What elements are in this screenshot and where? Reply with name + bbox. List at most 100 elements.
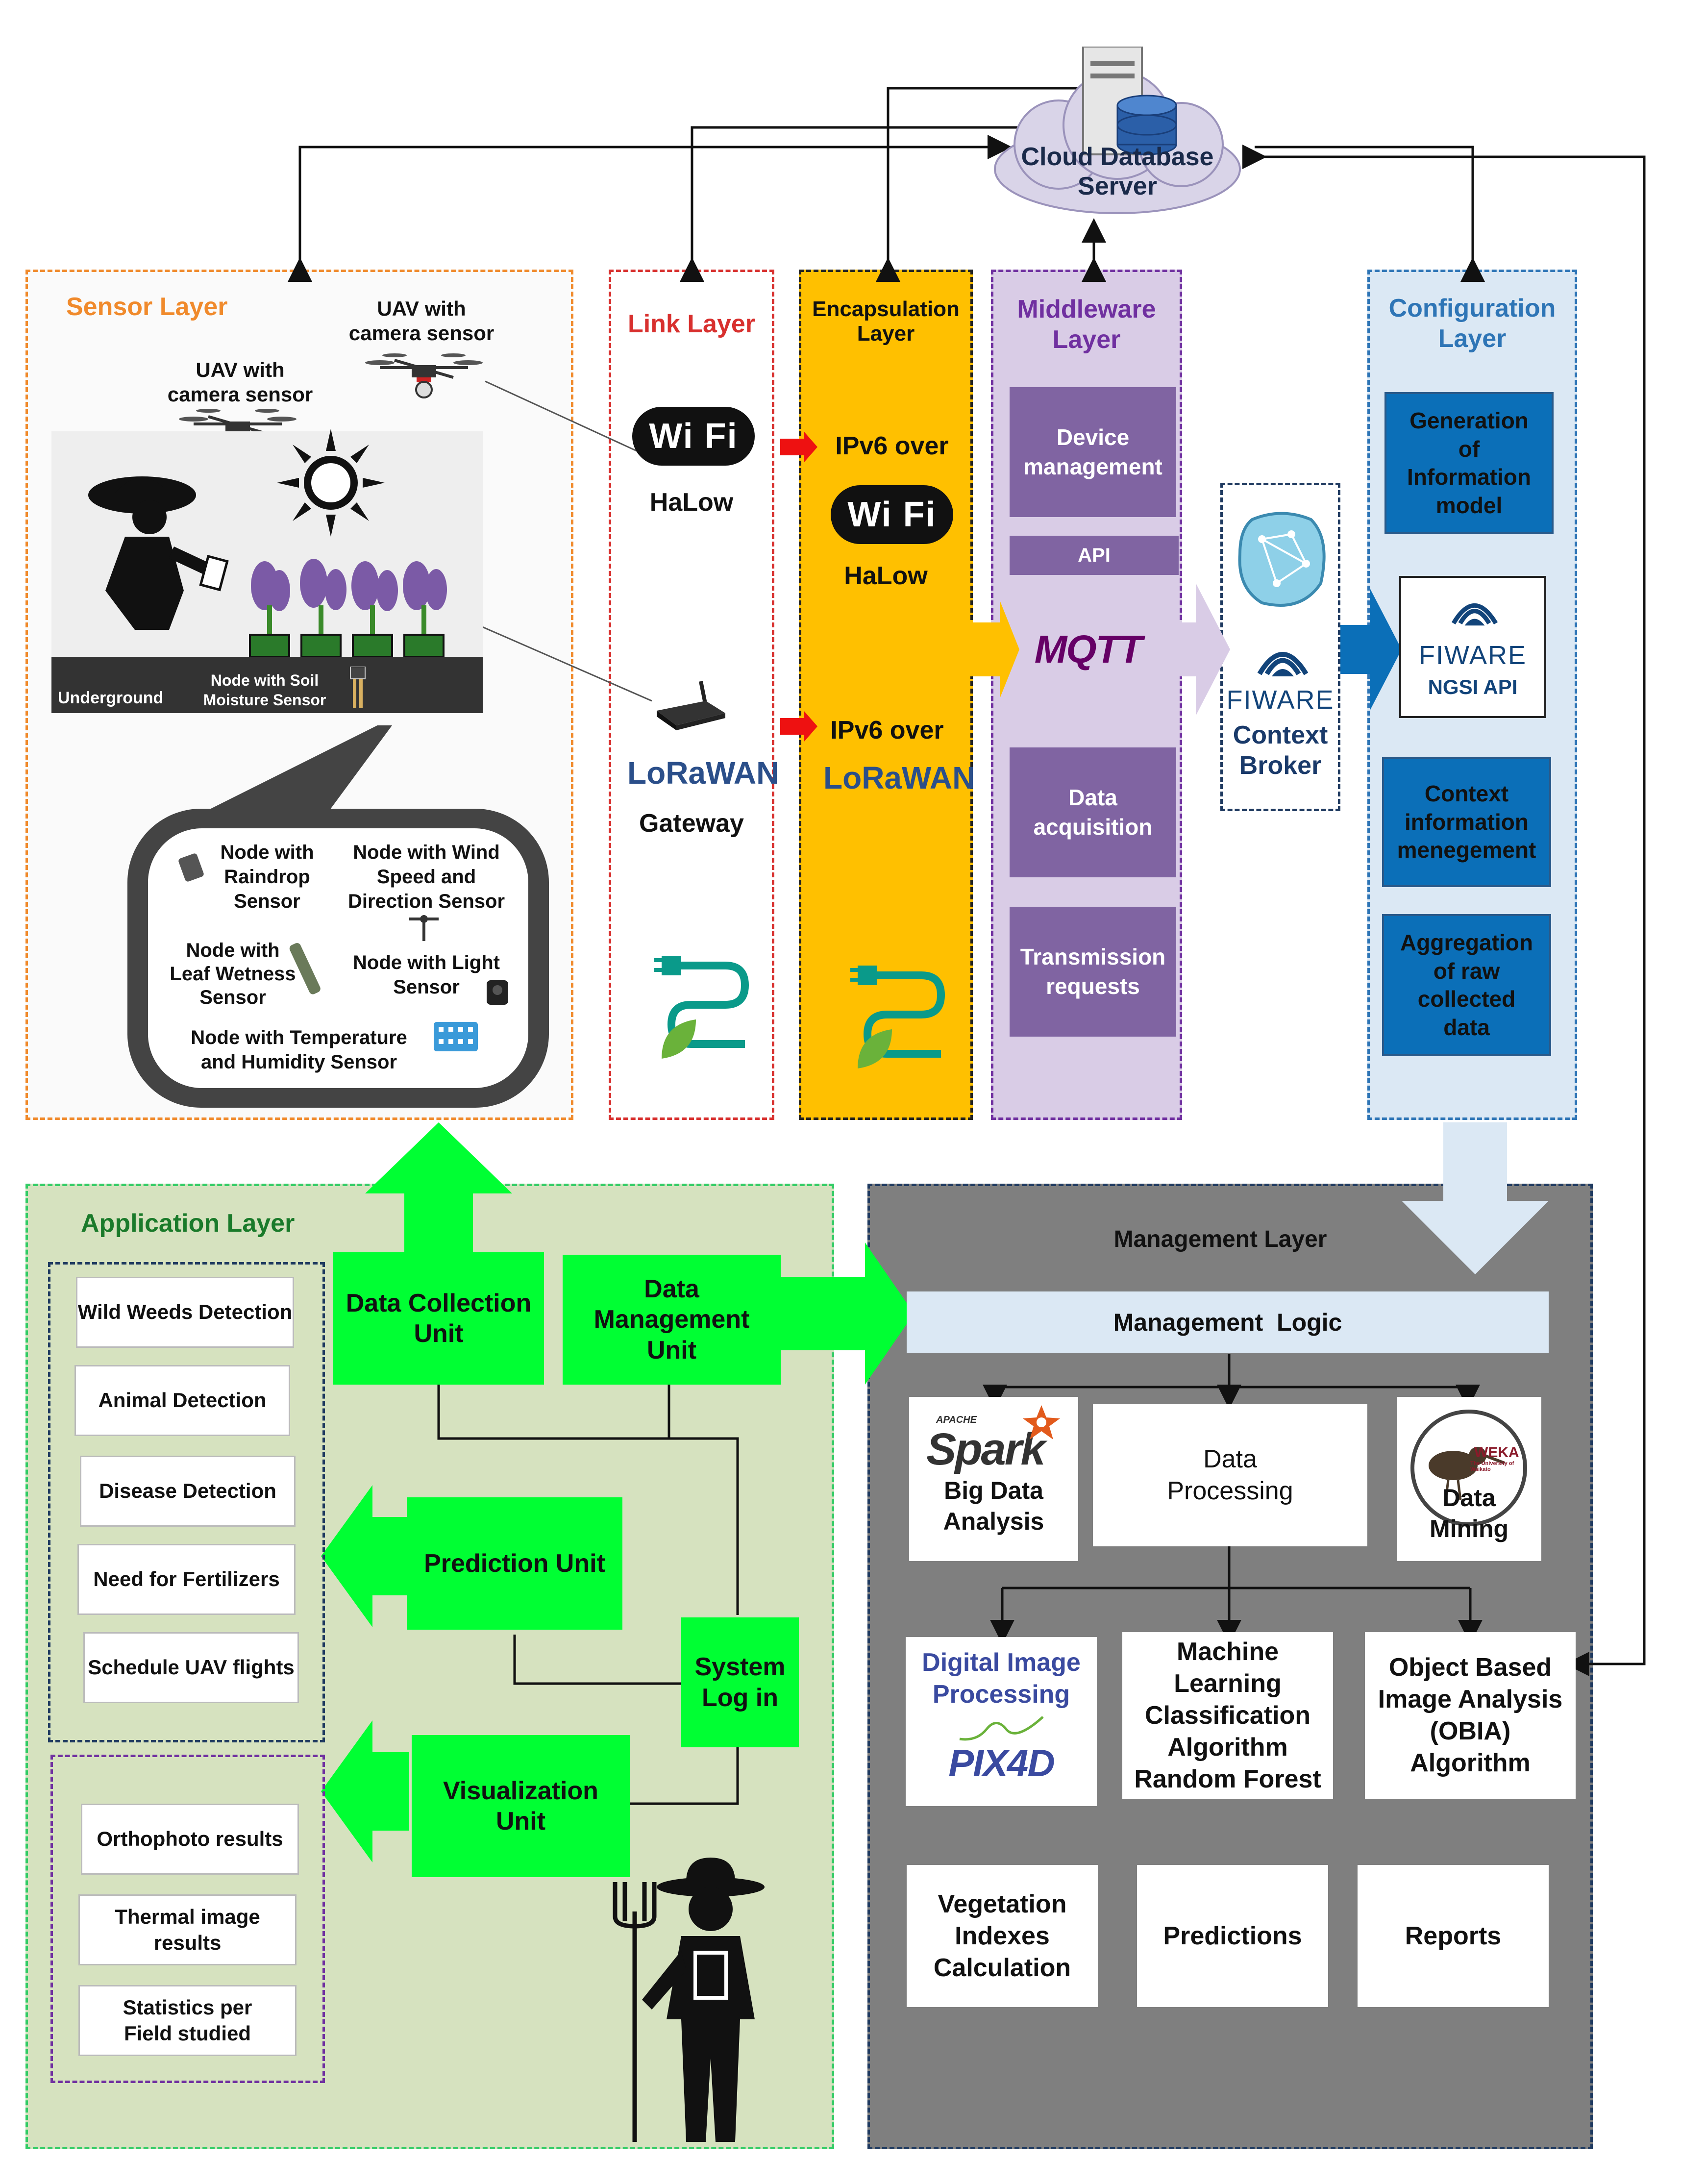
data-collection-label-2: Unit bbox=[414, 1319, 464, 1348]
encapsulation-layer bbox=[799, 270, 973, 1120]
soil-node-label-2: Moisture Sensor bbox=[203, 691, 326, 709]
encap-ipv6-wifi-label: IPv6 over bbox=[835, 432, 949, 460]
outputs-group-2 bbox=[50, 1755, 325, 2083]
vegetation-indexes-box: Vegetation Indexes Calculation bbox=[907, 1865, 1098, 2007]
data-management-label-2: Management bbox=[593, 1305, 750, 1334]
device-management-label-2: management bbox=[1023, 453, 1162, 479]
statistics-per-field-box: Statistics per Field studied bbox=[78, 1985, 297, 2056]
thermal-image-results-box: Thermal image results bbox=[78, 1894, 297, 1965]
data-management-label-1: Data bbox=[644, 1274, 699, 1303]
encap-energy-plug-icon bbox=[850, 966, 945, 1068]
sensor-layer-title: Sensor Layer bbox=[66, 293, 228, 321]
big-data-analysis-box: APACHE Spark Big Data Analysis bbox=[909, 1397, 1078, 1561]
context-broker-label-1: Context bbox=[1233, 721, 1328, 749]
outputs-group-1 bbox=[48, 1262, 325, 1742]
data-acquisition-box: Data acquisition bbox=[1010, 747, 1176, 877]
wind-node-label-2: Speed and bbox=[376, 866, 476, 888]
link-halow-label: HaLow bbox=[649, 488, 734, 517]
dip-label-1: Digital Image bbox=[922, 1648, 1081, 1677]
ml-label-3: Classification bbox=[1144, 1701, 1311, 1730]
underground-label: Underground bbox=[58, 689, 164, 707]
pix4d-wave-icon bbox=[959, 1716, 1044, 1741]
data-acquisition-label-2: acquisition bbox=[1033, 814, 1153, 840]
uav-right-icon bbox=[365, 353, 483, 398]
machine-learning-box: Machine Learning Classification Algorith… bbox=[1122, 1632, 1333, 1799]
schedule-uav-box: Schedule UAV flights bbox=[83, 1632, 299, 1703]
encap-layer-title-1: Encapsulation bbox=[812, 297, 960, 321]
wild-weeds-detection-box: Wild Weeds Detection bbox=[76, 1277, 294, 1348]
system-log-in-box: System Log in bbox=[681, 1617, 799, 1747]
aggregation-label-2: of raw bbox=[1433, 958, 1500, 984]
fiware-ngsi-icon bbox=[1451, 603, 1498, 626]
leaf-node-label-1: Node with bbox=[186, 940, 280, 961]
vegetation-label-3: Calculation bbox=[933, 1953, 1071, 1982]
device-management-label-1: Device bbox=[1056, 424, 1130, 450]
data-collection-label-1: Data Collection bbox=[346, 1289, 532, 1317]
leaf-node-label-2: Leaf Wetness bbox=[170, 963, 296, 985]
system-log-label-1: System bbox=[694, 1653, 786, 1682]
uav-right-label-2: camera sensor bbox=[348, 322, 494, 345]
raindrop-node-label-2: Raindrop bbox=[224, 866, 310, 888]
temp-node-label-1: Node with Temperature bbox=[191, 1027, 407, 1048]
vegetation-label-1: Vegetation bbox=[938, 1889, 1067, 1918]
lorawan-gateway-icon bbox=[657, 681, 725, 730]
cloud-title-line2: Server bbox=[1078, 172, 1157, 200]
transmission-requests-label-2: requests bbox=[1046, 973, 1140, 999]
spark-star-icon bbox=[1023, 1405, 1060, 1439]
farmer-pitchfork-icon bbox=[613, 1858, 765, 2142]
transmission-requests-label-1: Transmission bbox=[1020, 943, 1166, 969]
vegetation-label-2: Indexes bbox=[955, 1921, 1050, 1950]
light-node-label-2: Sensor bbox=[393, 976, 460, 998]
encap-lorawan-logo: LoRaWAN bbox=[823, 760, 975, 795]
context-info-label-3: menegement bbox=[1397, 837, 1536, 863]
big-data-label-2: Analysis bbox=[943, 1507, 1044, 1535]
ngsi-api-label: NGSI API bbox=[1428, 675, 1518, 698]
raindrop-node-label-1: Node with bbox=[220, 842, 314, 863]
plants-icon bbox=[249, 559, 447, 658]
generation-info-model-box: Generation of Information model bbox=[1384, 392, 1554, 534]
animal-detection-box: Animal Detection bbox=[74, 1365, 290, 1436]
data-processing-label-2: Processing bbox=[1167, 1477, 1293, 1505]
encap-wifi-logo: Wi Fi bbox=[831, 485, 953, 544]
temp-node-label-2: and Humidity Sensor bbox=[200, 1051, 397, 1073]
farmer-kneeling-icon bbox=[88, 476, 229, 630]
ngsi-fiware-label: FIWARE bbox=[1419, 640, 1527, 670]
wind-node-label-3: Direction Sensor bbox=[347, 891, 505, 912]
data-mining-label-1: Data bbox=[1442, 1484, 1496, 1512]
cloud-icon bbox=[994, 47, 1241, 214]
ml-label-2: Learning bbox=[1174, 1669, 1282, 1698]
middleware-layer-title-1: Middleware bbox=[1017, 295, 1156, 323]
obia-label-1: Object Based bbox=[1388, 1653, 1552, 1682]
aggregation-label-4: data bbox=[1443, 1014, 1490, 1040]
reports-box: Reports bbox=[1358, 1865, 1549, 2007]
encap-ipv6-lora-label: IPv6 over bbox=[830, 716, 944, 745]
encap-halow-label: HaLow bbox=[844, 562, 928, 590]
leaf-wetness-sensor-icon bbox=[289, 943, 321, 994]
fiware-broker-icon bbox=[1257, 652, 1309, 676]
wind-sensor-icon bbox=[409, 915, 439, 941]
device-management-box: Device management bbox=[1010, 387, 1176, 517]
obia-label-4: Algorithm bbox=[1410, 1749, 1531, 1777]
uav-left-label-1: UAV with bbox=[196, 358, 285, 381]
context-info-management-box: Context information menegement bbox=[1382, 757, 1551, 887]
obia-label-2: Image Analysis bbox=[1378, 1685, 1563, 1713]
cloud-title-line1: Cloud Database bbox=[1021, 143, 1214, 171]
spark-logo: Spark bbox=[926, 1424, 1046, 1474]
transmission-requests-box: Transmission requests bbox=[1010, 907, 1176, 1037]
digital-image-processing-box: Digital Image Processing PIX4D bbox=[906, 1637, 1097, 1806]
context-broker-label-2: Broker bbox=[1239, 751, 1322, 780]
visualization-label-1: Visualization bbox=[443, 1776, 598, 1805]
link-layer-title: Link Layer bbox=[627, 310, 756, 338]
management-layer-title: Management Layer bbox=[1113, 1226, 1327, 1252]
temp-humidity-sensor-icon bbox=[434, 1022, 478, 1051]
data-processing-box: Data Processing bbox=[1093, 1404, 1367, 1546]
link-lorawan-logo: LoRaWAN bbox=[627, 755, 779, 791]
fiware-ngsi-api-box: FIWARE NGSI API bbox=[1399, 576, 1546, 718]
data-management-unit-box: Data Management Unit bbox=[563, 1255, 781, 1385]
config-layer-title-1: Configuration bbox=[1388, 294, 1556, 323]
soil-node-label-1: Node with Soil bbox=[210, 671, 319, 689]
soil-probe-icon bbox=[350, 667, 366, 708]
data-processing-label-1: Data bbox=[1203, 1445, 1257, 1473]
visualization-unit-box: Visualization Unit bbox=[412, 1735, 630, 1877]
